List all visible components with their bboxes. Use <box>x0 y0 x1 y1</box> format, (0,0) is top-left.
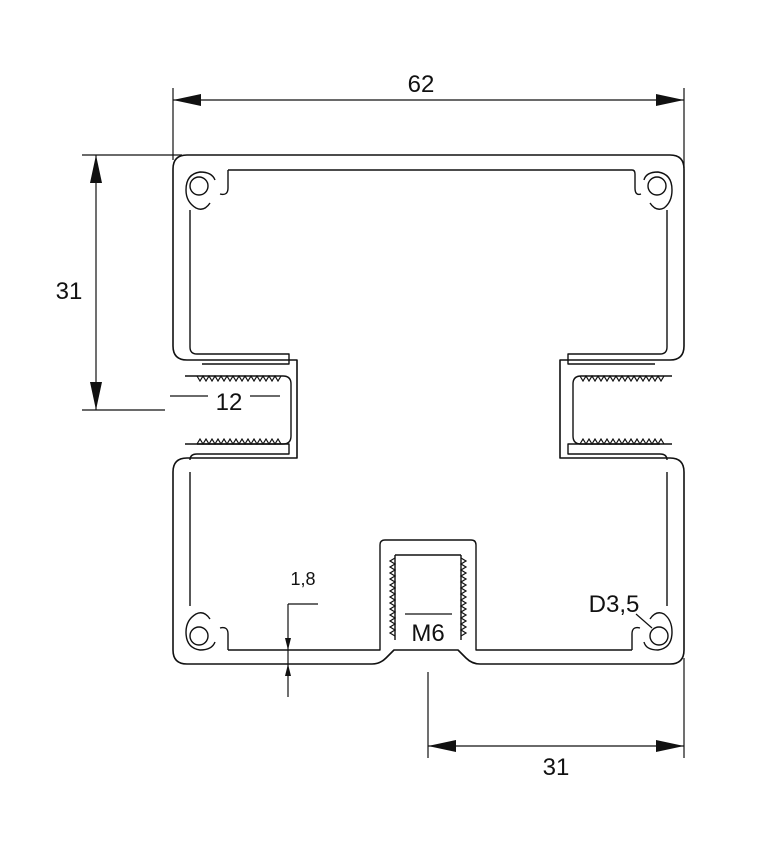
bottom-arrow-left <box>428 740 456 752</box>
wall-arrow-bottom <box>285 664 291 676</box>
top-chamber-contour <box>189 169 668 461</box>
bottom-right-screw-hole <box>649 626 669 646</box>
thread-label: M6 <box>411 620 444 647</box>
right-slot-upper-thread <box>579 374 665 383</box>
top-left-corner-boss <box>185 171 229 210</box>
slot-width-label: 12 <box>216 389 243 416</box>
bottom-chamber-contour <box>189 472 668 651</box>
bottom-dimension-label: 31 <box>543 754 570 781</box>
height-arrow-top <box>90 155 102 183</box>
bottom-right-corner-boss <box>631 612 673 651</box>
thread-serrations <box>196 374 665 637</box>
height-arrow-bottom <box>90 382 102 410</box>
width-arrow-right <box>656 94 684 106</box>
width-arrow-left <box>173 94 201 106</box>
bottom-left-screw-hole <box>189 626 209 646</box>
profile-outer-contour <box>172 154 685 665</box>
left-side-slot <box>185 375 292 445</box>
tapped-hole-right-thread <box>459 557 468 637</box>
top-left-screw-hole <box>189 176 209 196</box>
top-right-screw-hole <box>647 176 667 196</box>
hole-diameter-label: D3,5 <box>589 591 640 618</box>
left-slot-lower-thread <box>196 437 282 446</box>
left-slot-upper-thread <box>196 374 282 383</box>
wall-arrow-top <box>285 638 291 650</box>
wall-thickness-label: 1,8 <box>290 569 315 589</box>
top-right-corner-boss <box>634 171 673 210</box>
tapped-hole-left-thread <box>388 557 397 637</box>
width-dimension-label: 62 <box>408 71 435 98</box>
height-dimension-label: 31 <box>56 278 83 305</box>
bottom-left-corner-boss <box>185 612 229 651</box>
right-side-slot <box>572 375 672 445</box>
bottom-arrow-right <box>656 740 684 752</box>
hole-leader-line <box>635 613 653 629</box>
bottom-chamber-inner-walls <box>227 554 633 650</box>
right-slot-lower-thread <box>579 437 665 446</box>
